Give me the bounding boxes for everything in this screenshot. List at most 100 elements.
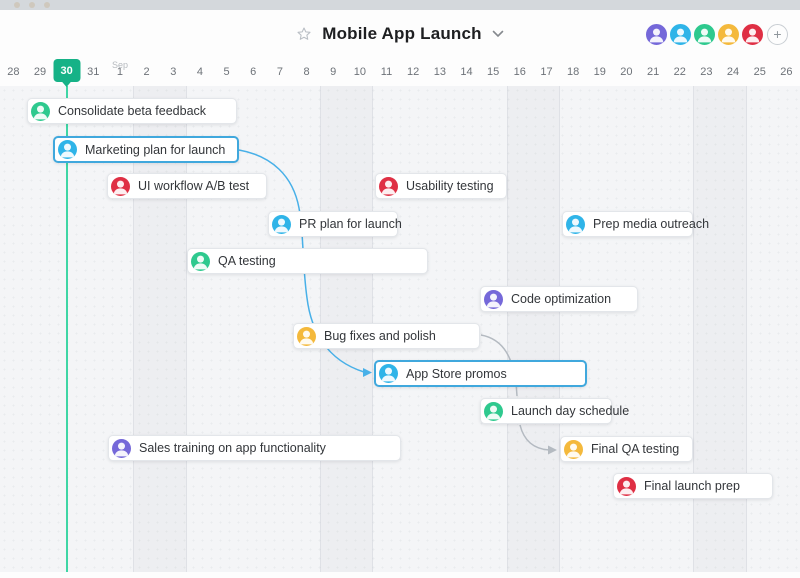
task-card[interactable]: Launch day schedule bbox=[480, 398, 629, 424]
task-card[interactable]: Final launch prep bbox=[613, 473, 773, 499]
project-title-group: Mobile App Launch bbox=[296, 24, 504, 44]
window-dot-icon bbox=[14, 2, 20, 8]
date-number: 29 bbox=[33, 66, 47, 78]
today-date-badge[interactable]: 30 bbox=[53, 59, 81, 82]
date-cell[interactable]: 7 bbox=[267, 58, 294, 86]
date-cell[interactable]: 5 bbox=[213, 58, 240, 86]
date-number: 11 bbox=[380, 66, 393, 78]
assignee-avatar bbox=[272, 214, 291, 234]
task-card[interactable]: App Store promos bbox=[374, 360, 587, 387]
member-avatar[interactable] bbox=[716, 21, 741, 47]
month-label: Sep bbox=[111, 60, 128, 70]
date-cell[interactable]: 28 bbox=[0, 58, 27, 86]
date-cell[interactable]: 2 bbox=[133, 58, 160, 86]
member-avatar[interactable] bbox=[644, 21, 669, 47]
date-cell[interactable]: 8 bbox=[293, 58, 320, 86]
assignee-avatar bbox=[564, 439, 583, 459]
date-cell[interactable]: 30 bbox=[53, 58, 81, 86]
task-label: Final QA testing bbox=[591, 442, 680, 456]
date-cell[interactable]: 15 bbox=[480, 58, 507, 86]
weekend-band bbox=[693, 86, 747, 572]
date-cell[interactable]: 19 bbox=[586, 58, 613, 86]
date-number: 14 bbox=[460, 66, 473, 78]
date-cell[interactable]: 6 bbox=[240, 58, 267, 86]
task-card[interactable]: QA testing bbox=[187, 248, 428, 274]
task-card[interactable]: Prep media outreach bbox=[562, 211, 709, 237]
task-card[interactable]: Code optimization bbox=[480, 286, 638, 312]
task-label: Launch day schedule bbox=[511, 404, 630, 418]
window-titlebar bbox=[0, 0, 800, 10]
assignee-avatar bbox=[58, 140, 77, 159]
task-label: PR plan for launch bbox=[299, 217, 402, 231]
assignee-avatar bbox=[191, 251, 210, 271]
assignee-avatar bbox=[484, 401, 503, 421]
window-dot-icon bbox=[29, 2, 35, 8]
date-cell[interactable]: 31 bbox=[80, 58, 107, 86]
date-cell[interactable]: 24 bbox=[720, 58, 747, 86]
task-card[interactable]: Final QA testing bbox=[560, 436, 693, 462]
assignee-avatar bbox=[379, 176, 398, 196]
date-number: 19 bbox=[593, 66, 606, 78]
date-number: 31 bbox=[87, 66, 100, 78]
task-card[interactable]: Bug fixes and polish bbox=[293, 323, 480, 349]
date-cell[interactable]: 25 bbox=[746, 58, 773, 86]
date-cell[interactable]: 21 bbox=[640, 58, 667, 86]
date-cell[interactable]: 18 bbox=[560, 58, 587, 86]
date-cell[interactable]: 10 bbox=[347, 58, 374, 86]
date-number: 7 bbox=[276, 66, 283, 78]
page-title: Mobile App Launch bbox=[322, 24, 482, 43]
date-cell[interactable]: 3 bbox=[160, 58, 187, 86]
task-card[interactable]: Marketing plan for launch bbox=[53, 136, 239, 163]
task-card[interactable]: Consolidate beta feedback bbox=[27, 98, 237, 124]
date-cell[interactable]: 4 bbox=[187, 58, 214, 86]
task-label: Sales training on app functionality bbox=[139, 441, 326, 455]
date-number: 26 bbox=[780, 66, 793, 78]
assignee-avatar bbox=[111, 176, 130, 196]
date-number: 1 bbox=[116, 66, 124, 78]
date-cell[interactable]: 11 bbox=[373, 58, 400, 86]
date-number: 21 bbox=[646, 66, 660, 78]
star-icon[interactable] bbox=[296, 26, 312, 42]
date-cell[interactable]: 17 bbox=[533, 58, 560, 86]
assignee-avatar bbox=[617, 476, 636, 496]
date-cell[interactable]: 29 bbox=[27, 58, 54, 86]
assignee-avatar bbox=[566, 214, 585, 234]
date-number: 20 bbox=[620, 66, 633, 78]
date-number: 28 bbox=[7, 66, 20, 78]
date-number: 2 bbox=[143, 66, 150, 78]
task-card[interactable]: PR plan for launch bbox=[268, 211, 402, 237]
task-label: Consolidate beta feedback bbox=[58, 104, 207, 118]
assignee-avatar bbox=[31, 101, 50, 121]
member-avatar[interactable] bbox=[668, 21, 693, 47]
task-card[interactable]: Usability testing bbox=[375, 173, 507, 199]
date-number: 17 bbox=[540, 66, 553, 78]
date-cell[interactable]: 23 bbox=[693, 58, 720, 86]
task-card[interactable]: Sales training on app functionality bbox=[108, 435, 401, 461]
assignee-avatar bbox=[112, 438, 131, 458]
bottom-strip bbox=[0, 572, 800, 578]
task-label: Final launch prep bbox=[644, 479, 740, 493]
date-cell[interactable]: 20 bbox=[613, 58, 640, 86]
weekend-band bbox=[506, 86, 560, 572]
date-number: 18 bbox=[566, 66, 580, 78]
member-avatar[interactable] bbox=[692, 21, 717, 47]
assignee-avatar bbox=[379, 364, 398, 383]
date-cell[interactable]: 12 bbox=[400, 58, 427, 86]
date-cell[interactable]: 9 bbox=[320, 58, 347, 86]
chevron-down-icon[interactable] bbox=[492, 30, 504, 38]
add-member-button[interactable]: + bbox=[767, 23, 788, 45]
date-number: 4 bbox=[196, 66, 203, 78]
member-avatar-group: + bbox=[644, 21, 788, 47]
date-cell[interactable]: 14 bbox=[453, 58, 480, 86]
task-card[interactable]: UI workflow A/B test bbox=[107, 173, 267, 199]
date-cell[interactable]: 13 bbox=[427, 58, 454, 86]
date-cell[interactable]: 22 bbox=[666, 58, 693, 86]
date-number: 16 bbox=[513, 66, 526, 78]
date-cell[interactable]: 16 bbox=[506, 58, 533, 86]
member-avatar[interactable] bbox=[740, 21, 765, 47]
date-cell[interactable]: 26 bbox=[773, 58, 800, 86]
